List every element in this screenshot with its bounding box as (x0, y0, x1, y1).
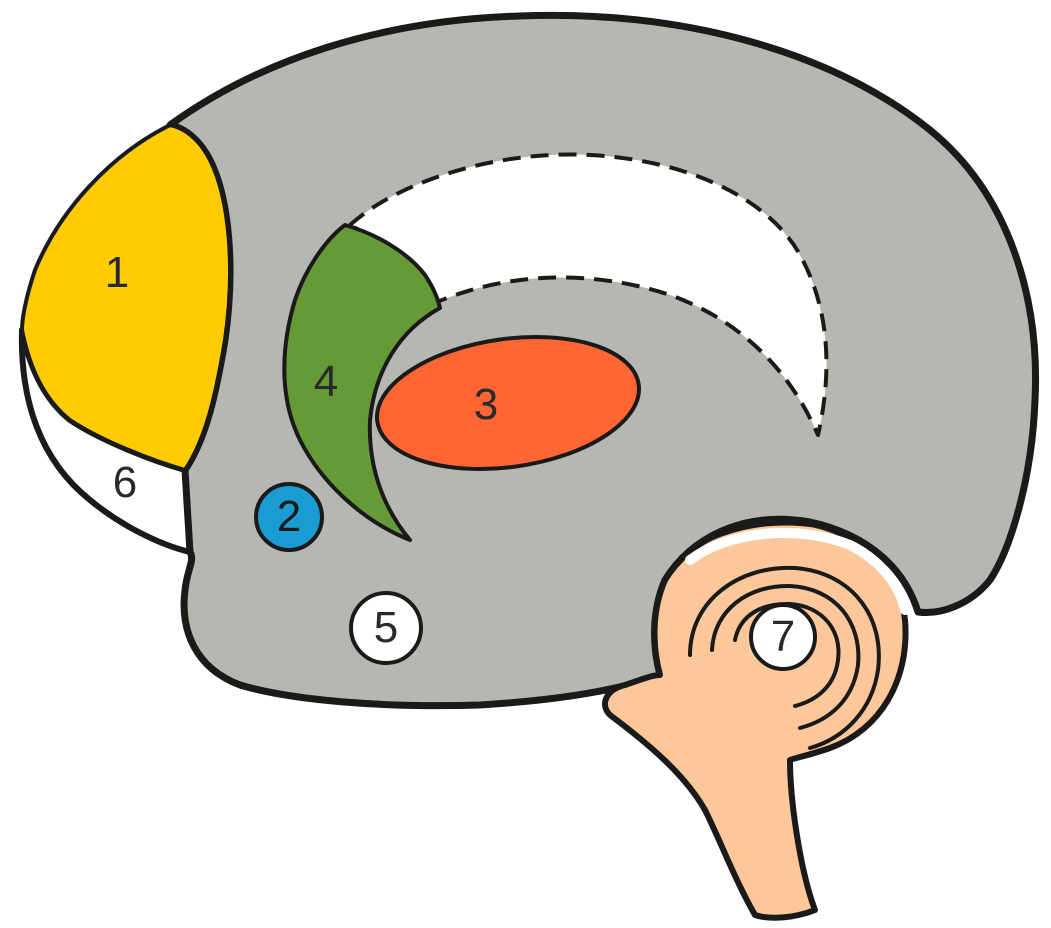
region-5-label: 5 (374, 606, 398, 650)
region-3-label: 3 (474, 383, 498, 427)
region-2-label: 2 (277, 495, 301, 539)
region-4-label: 4 (314, 360, 338, 404)
region-6-label: 6 (113, 461, 137, 505)
region-1-label: 1 (105, 251, 129, 295)
region-7-label: 7 (771, 615, 795, 659)
